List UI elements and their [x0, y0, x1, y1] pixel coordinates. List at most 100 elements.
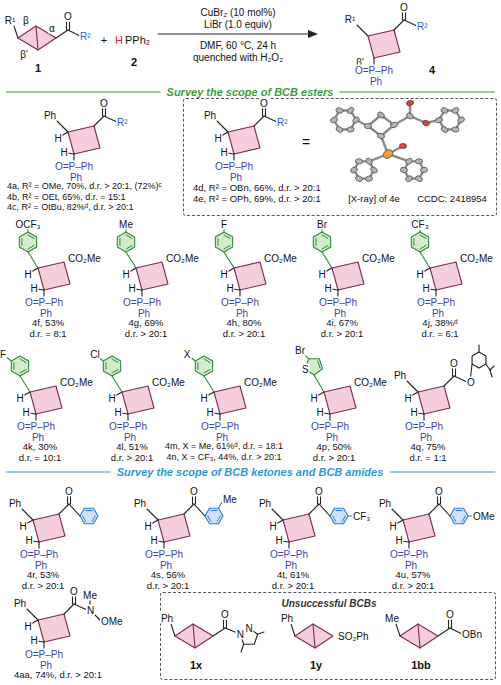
bond-line: [105, 363, 106, 370]
ring-shape: [103, 356, 120, 376]
bond-line: [69, 504, 80, 516]
bond-line: [21, 239, 22, 246]
atom-label: Br: [294, 345, 306, 356]
atom-label: CO₂Me: [151, 377, 186, 388]
bond-line: [394, 20, 404, 30]
atom-label: H: [23, 621, 32, 632]
caption: d.r. > 20:1: [312, 452, 357, 462]
bond-line: [420, 252, 430, 268]
atom-label: O: [220, 609, 230, 620]
atom-label: OCF₃: [14, 219, 41, 230]
atom-label: X: [183, 349, 192, 360]
atom-label: R¹: [4, 15, 17, 26]
atom-label: Ph: [13, 598, 27, 609]
ring-shape: [30, 386, 62, 414]
phosphine-oxide-label: O=P–Ph: [24, 649, 64, 660]
group-label: R²: [116, 117, 129, 128]
xray-atom: [346, 106, 355, 115]
bond-line: [126, 252, 136, 268]
atom-label: O: [63, 11, 73, 22]
atom-label: O: [99, 98, 109, 109]
caption: 4m, X = Me, 61%ᵈ, d.r. = 18:1: [164, 442, 284, 452]
atom-label: F: [0, 349, 7, 360]
phosphine-oxide-label: O=P–Ph: [200, 421, 240, 432]
atom-label: H: [113, 407, 122, 418]
phosphine-oxide-label: O=P–Ph: [416, 297, 456, 308]
xray-atom: [382, 148, 395, 160]
ring-shape: [295, 624, 333, 648]
xray-atom: [440, 125, 449, 134]
atom-label: H: [388, 521, 397, 532]
ring-shape: [411, 232, 428, 252]
atom-label: H: [18, 521, 27, 532]
bond-line: [70, 496, 71, 504]
xray-atom: [365, 157, 374, 166]
atom-label: DMF, 60 °C, 24 h: [199, 40, 277, 51]
box-text: [X-ray] of 4e: [347, 194, 401, 204]
caption: d.r. > 20:1: [124, 328, 169, 338]
atom-label: CF₃: [410, 219, 429, 230]
atom-label: Br: [316, 219, 328, 230]
atom-label: β': [19, 49, 29, 60]
atom-label: H: [199, 393, 208, 404]
bond-line: [322, 252, 332, 268]
ring-shape: [430, 262, 462, 290]
caption: 4i, 67%: [325, 318, 359, 328]
bond-line: [241, 644, 244, 652]
box-text: Unsuccessful BCBs: [280, 598, 377, 609]
atom-label: O: [64, 486, 74, 497]
bond-line: [224, 246, 230, 250]
bond-line: [105, 108, 106, 116]
atom-label: CO₂Me: [243, 377, 278, 388]
ring-shape: [158, 514, 190, 542]
xray-atom: [347, 126, 355, 132]
atom-label: β: [22, 15, 30, 26]
bond-line: [396, 624, 400, 636]
atom-label: OBn: [461, 629, 483, 640]
bond-line: [429, 504, 439, 514]
ring-shape: [68, 126, 100, 154]
caption: d.r. > 20:1: [320, 328, 365, 338]
ring-shape: [195, 356, 212, 376]
bond-line: [317, 496, 318, 504]
caption: 4a, R² = OMe, 70%, d.r. > 20:1, (72%)ᶜ: [6, 182, 163, 192]
bond-line: [126, 235, 132, 239]
atom-label: CO₂Me: [459, 253, 494, 264]
caption: 4n, X = CF₃, 44%, d.r. > 20:1: [165, 453, 282, 463]
atom-label: CO₂Me: [263, 253, 298, 264]
xray-atom: [457, 116, 466, 124]
ring-shape: [228, 126, 260, 154]
bond-line: [72, 596, 73, 604]
atom-label: quenched with H₂O₂: [192, 52, 284, 63]
caption: d.r. = 10:1: [18, 452, 63, 462]
bond-line: [342, 516, 345, 521]
dashed-box: 4d, R² = OBn, 66%, d.r. > 20:14e, R² = O…: [183, 98, 497, 216]
bond-line: [405, 12, 406, 20]
bond-line: [20, 370, 26, 374]
bond-line: [184, 504, 194, 514]
atom-label: H: [421, 283, 430, 294]
bond-line: [254, 116, 264, 126]
phosphine-oxide-label: O=P–Ph: [122, 297, 162, 308]
atom-label: H: [53, 133, 62, 144]
bond-line: [67, 496, 68, 504]
caption: 4g, 69%: [128, 318, 165, 328]
caption: 4l, 51%: [115, 442, 149, 452]
phosphine-oxide-label: Ph: [69, 172, 83, 183]
atom-label: +: [100, 34, 108, 46]
bond-line: [453, 516, 456, 521]
xray-atom: [451, 106, 460, 114]
bond-line: [262, 108, 263, 116]
atom-label: Me: [222, 494, 238, 505]
atom-label: Ph: [393, 370, 407, 381]
ring-shape: [38, 614, 70, 642]
atom-label: CuBr₂ (10 mol%): [199, 7, 276, 18]
xray-atom: [335, 126, 344, 134]
section-heading: Survey the scope of BCB esters: [161, 86, 340, 98]
xray-atom: [364, 123, 371, 129]
bond-line: [102, 108, 103, 116]
bond-line: [320, 496, 321, 504]
caption: d.r. > 20:1: [271, 580, 316, 590]
atom-label: OMe: [472, 511, 496, 522]
caption: 4aa, 74%, d.r. > 20:1: [13, 670, 103, 680]
